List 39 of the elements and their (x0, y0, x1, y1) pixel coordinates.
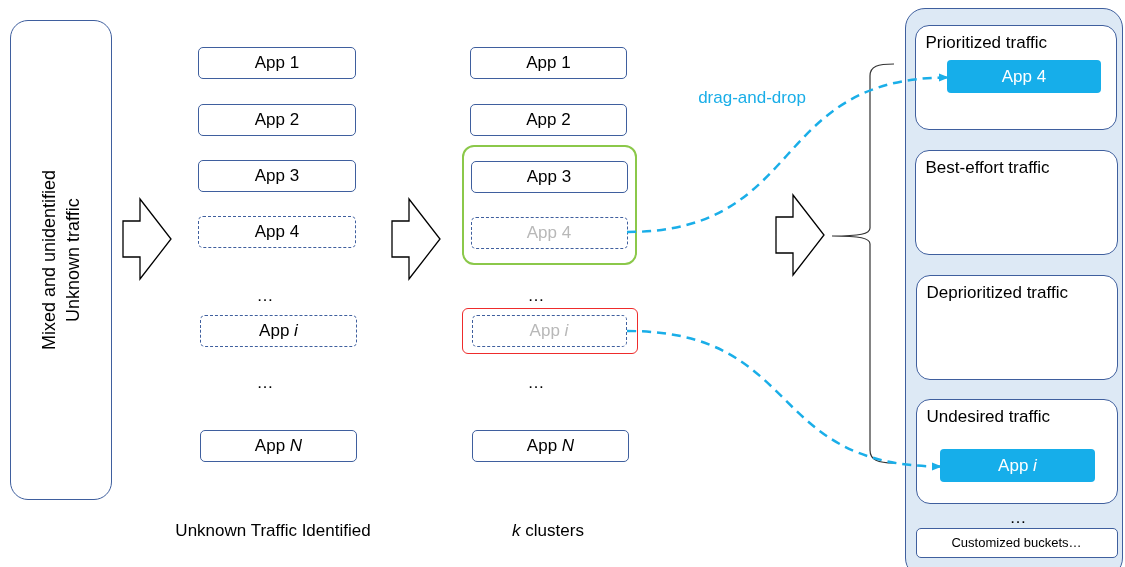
column-caption: Unknown Traffic Identified (175, 521, 371, 541)
ellipsis: … (256, 373, 274, 393)
app-box: App 4 (470, 216, 628, 249)
bucket-heading: Prioritized traffic (925, 32, 1048, 53)
bucket-box (914, 149, 1118, 255)
app-box: App 3 (198, 160, 356, 192)
app-box: App 4 (198, 216, 356, 248)
app-box: App i (200, 315, 357, 347)
app-chip: App 4 (947, 60, 1101, 93)
cluster-outline (462, 308, 638, 354)
traffic-box (10, 20, 112, 500)
column-caption: k clusters (512, 521, 584, 541)
dashed-arrow (626, 74, 949, 234)
bucket-heading: Deprioritized traffic (926, 282, 1068, 303)
app-box: App i (471, 314, 627, 347)
ellipsis: … (527, 286, 545, 306)
block-arrow (122, 197, 172, 281)
bucket-heading: Best-effort traffic (925, 157, 1050, 178)
app-box: App N (200, 430, 357, 462)
bucket-panel (905, 8, 1123, 567)
edge-label: drag-and-drop (696, 88, 808, 108)
app-box: App N (472, 430, 629, 462)
app-box: App 2 (198, 104, 356, 136)
bucket-box (915, 398, 1118, 504)
ellipsis: … (527, 373, 545, 393)
app-box: App 2 (470, 104, 627, 136)
cluster-outline (462, 145, 637, 265)
ellipsis: … (1009, 508, 1027, 528)
app-chip: App i (940, 449, 1095, 482)
app-box: App 3 (470, 160, 628, 193)
dashed-arrow (626, 329, 942, 470)
bucket-box: Customized buckets… (915, 527, 1118, 558)
vertical-label: Mixed and unidentified Unknown traffic (37, 168, 84, 353)
app-box: App 1 (198, 47, 356, 79)
app-box: App 1 (470, 47, 627, 79)
bucket-heading: Undesired traffic (926, 406, 1050, 427)
bucket-box (915, 274, 1118, 380)
ellipsis: … (256, 286, 274, 306)
bucket-box (914, 24, 1117, 130)
